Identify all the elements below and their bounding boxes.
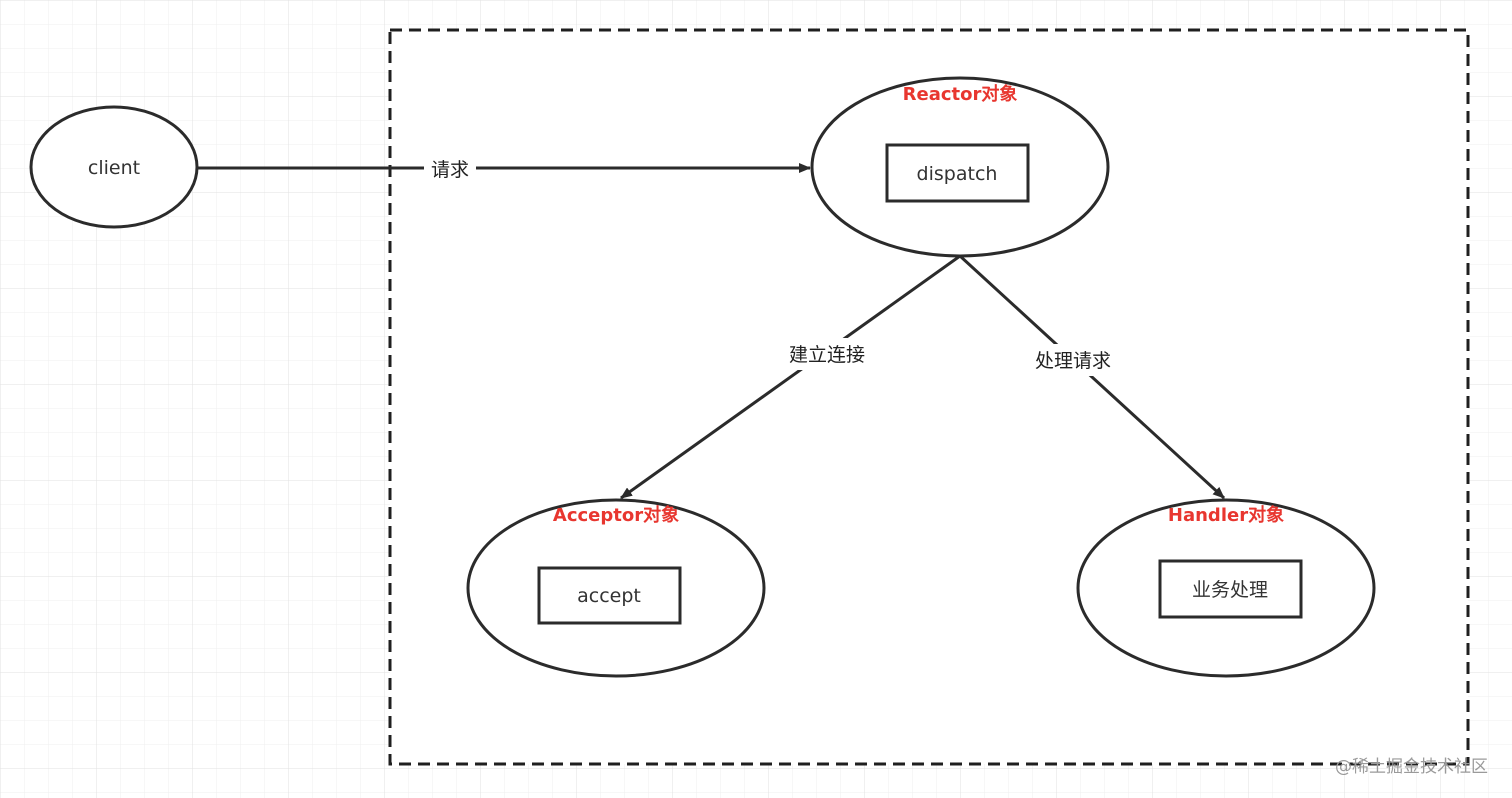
accept-box-label: accept [577,585,641,607]
edge-process-label-bg [1030,344,1116,376]
acceptor-node-title: Acceptor对象 [553,504,679,526]
edge-connect-label: 建立连接 [789,344,865,366]
edge-process-label: 处理请求 [1035,350,1111,372]
dispatch-box [885,143,1030,203]
edge-request-label: 请求 [431,159,469,181]
edge-connect [620,254,961,500]
client-node-label: client [88,157,140,179]
business-logic-box-label: 业务处理 [1192,579,1268,601]
reactor-node-title: Reactor对象 [903,83,1018,105]
watermark: @稀土掘金技术社区 [1335,757,1488,777]
business-logic-box [1158,559,1303,619]
handler-node-title: Handler对象 [1168,504,1284,526]
accept-box [537,566,682,625]
dispatch-box-label: dispatch [917,163,998,185]
edge-request-label-bg [424,154,476,184]
edge-process [958,254,1226,500]
edge-connect-label-bg [784,338,870,370]
client-node [29,105,199,229]
